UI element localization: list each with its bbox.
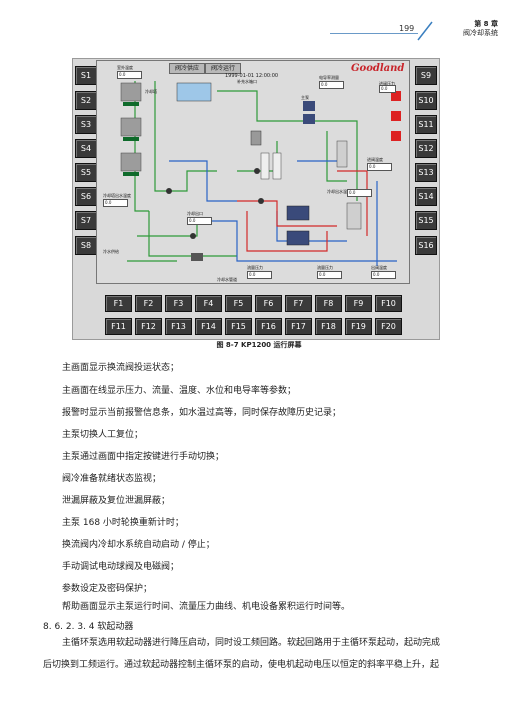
value-cooling-outlet: 0.0 xyxy=(187,217,212,225)
body-line-1: 主循环泵选用软起动器进行降压启动，同时设工频回路。软起回路用于主循环泵起动，起动… xyxy=(62,638,441,648)
s12-button[interactable]: S12 xyxy=(415,139,437,158)
value-cooling-out-temp: 0.0 xyxy=(347,189,372,197)
f13-button[interactable]: F13 xyxy=(165,318,192,335)
list-item: 手动调试电动球阀及电磁阀； xyxy=(62,562,180,572)
s5-button[interactable]: S5 xyxy=(75,163,97,182)
f12-button[interactable]: F12 xyxy=(135,318,162,335)
list-item: 主泵通过画面中指定按键进行手动切换； xyxy=(62,452,225,462)
chapter-title: 阀冷却系统 xyxy=(463,29,498,37)
list-item: 帮助画面显示主泵运行时间、流量压力曲线、机电设备累积运行时间等。 xyxy=(62,602,351,612)
label-cooling-pipe: 冷却水管道 xyxy=(217,277,237,282)
list-item: 主泵 168 小时轮换重新计时； xyxy=(62,518,184,528)
list-item: 主画面显示换流阀投运状态； xyxy=(62,363,180,373)
list-item: 阀冷准备就绪状态监视； xyxy=(62,474,162,484)
list-item: 参数设定及密码保护； xyxy=(62,584,153,594)
list-item: 主泵切换人工复位； xyxy=(62,430,144,440)
s8-button[interactable]: S8 xyxy=(75,236,97,255)
f6-button[interactable]: F6 xyxy=(255,295,282,312)
value-flow-pressure-1: 0.0 xyxy=(247,271,272,279)
hmi-screen: 阀冷供应 阀冷运行 1999-01-01 12:00:00 Goodland 室… xyxy=(96,60,410,284)
f11-button[interactable]: F11 xyxy=(105,318,132,335)
f9-button[interactable]: F9 xyxy=(345,295,372,312)
label-inlet-temp: 进阀温度 xyxy=(367,157,383,162)
cooling-schematic xyxy=(120,81,401,266)
label-flow-pressure-1: 流量压力 xyxy=(247,265,263,270)
header-slash-decoration xyxy=(417,21,433,41)
f2-button[interactable]: F2 xyxy=(135,295,162,312)
f10-button[interactable]: F10 xyxy=(375,295,402,312)
f3-button[interactable]: F3 xyxy=(165,295,192,312)
value-tower-out-temp: 0.0 xyxy=(103,199,128,207)
s13-button[interactable]: S13 xyxy=(415,163,437,182)
tab-valve-cooling-run[interactable]: 阀冷运行 xyxy=(205,63,241,74)
s15-button[interactable]: S15 xyxy=(415,211,437,230)
value-flow-pressure-2: 0.0 xyxy=(317,271,342,279)
f14-button[interactable]: F14 xyxy=(195,318,222,335)
section-heading: 8. 6. 2. 3. 4 软起动器 xyxy=(43,622,134,632)
chapter-label: 第 8 章 xyxy=(474,20,498,28)
chapter-heading: 第 8 章 阀冷却系统 xyxy=(448,20,498,38)
f17-button[interactable]: F17 xyxy=(285,318,312,335)
list-item: 主画面在线显示压力、流量、温度、水位和电导率等参数； xyxy=(62,386,297,396)
s10-button[interactable]: S10 xyxy=(415,91,437,110)
value-inlet-temp: 0.0 xyxy=(367,163,392,171)
label-outdoor-temp: 室外温度 xyxy=(117,65,133,70)
label-inlet-pressure: 进阀压力 xyxy=(379,81,395,86)
label-cooling-tower: 冷却塔 xyxy=(145,89,157,94)
f4-button[interactable]: F4 xyxy=(195,295,222,312)
s9-button[interactable]: S9 xyxy=(415,66,437,85)
s11-button[interactable]: S11 xyxy=(415,115,437,134)
s4-button[interactable]: S4 xyxy=(75,139,97,158)
label-outlet-temp: 出阀温度 xyxy=(371,265,387,270)
figure-caption: 图 8-7 KP1200 运行屏幕 xyxy=(216,341,302,349)
tab-valve-cooling-supply[interactable]: 阀冷供应 xyxy=(169,63,205,74)
f7-button[interactable]: F7 xyxy=(285,295,312,312)
value-inlet-pressure: 0.0 xyxy=(379,85,396,93)
f1-button[interactable]: F1 xyxy=(105,295,132,312)
value-outdoor-temp: 0.0 xyxy=(117,71,142,79)
label-cooling-outlet: 冷却出口 xyxy=(187,211,203,216)
label-makeup-tank: 补充水箱口 xyxy=(237,79,257,84)
label-cold-water-supply: 冷水供给 xyxy=(103,249,119,254)
list-item: 换流阀内冷却水系统自动启动 / 停止； xyxy=(62,540,215,550)
value-conductivity: 0.0 xyxy=(319,81,344,89)
f15-button[interactable]: F15 xyxy=(225,318,252,335)
f8-button[interactable]: F8 xyxy=(315,295,342,312)
list-item: 报警时显示当前报警信息条，如水温过高等，同时保存故障历史记录； xyxy=(62,408,342,418)
goodland-logo: Goodland xyxy=(351,63,405,74)
value-outlet-temp: 0.0 xyxy=(371,271,396,279)
f16-button[interactable]: F16 xyxy=(255,318,282,335)
s3-button[interactable]: S3 xyxy=(75,115,97,134)
s7-button[interactable]: S7 xyxy=(75,211,97,230)
label-cooling-out-temp: 冷却出水温度 xyxy=(327,189,351,194)
header-rule xyxy=(330,33,418,34)
label-flow-pressure-2: 流量压力 xyxy=(317,265,333,270)
s6-button[interactable]: S6 xyxy=(75,187,97,206)
f20-button[interactable]: F20 xyxy=(375,318,402,335)
body-line-2: 后切换到工频运行。通过软起动器控制主循环泵的启动，使电机起动电压以恒定的斜率平稳… xyxy=(43,660,440,670)
label-main-pump: 主泵 xyxy=(301,95,309,100)
label-conductivity: 电导率测量 xyxy=(319,75,339,80)
s1-button[interactable]: S1 xyxy=(75,66,97,85)
s2-button[interactable]: S2 xyxy=(75,91,97,110)
page-number: 199 xyxy=(399,24,415,33)
s16-button[interactable]: S16 xyxy=(415,236,437,255)
f19-button[interactable]: F19 xyxy=(345,318,372,335)
f5-button[interactable]: F5 xyxy=(225,295,252,312)
datetime-display: 1999-01-01 12:00:00 xyxy=(225,73,279,79)
s14-button[interactable]: S14 xyxy=(415,187,437,206)
list-item: 泄漏屏蔽及复位泄漏屏蔽； xyxy=(62,496,171,506)
label-tower-out-temp: 冷却塔出水温度 xyxy=(103,193,131,198)
f18-button[interactable]: F18 xyxy=(315,318,342,335)
